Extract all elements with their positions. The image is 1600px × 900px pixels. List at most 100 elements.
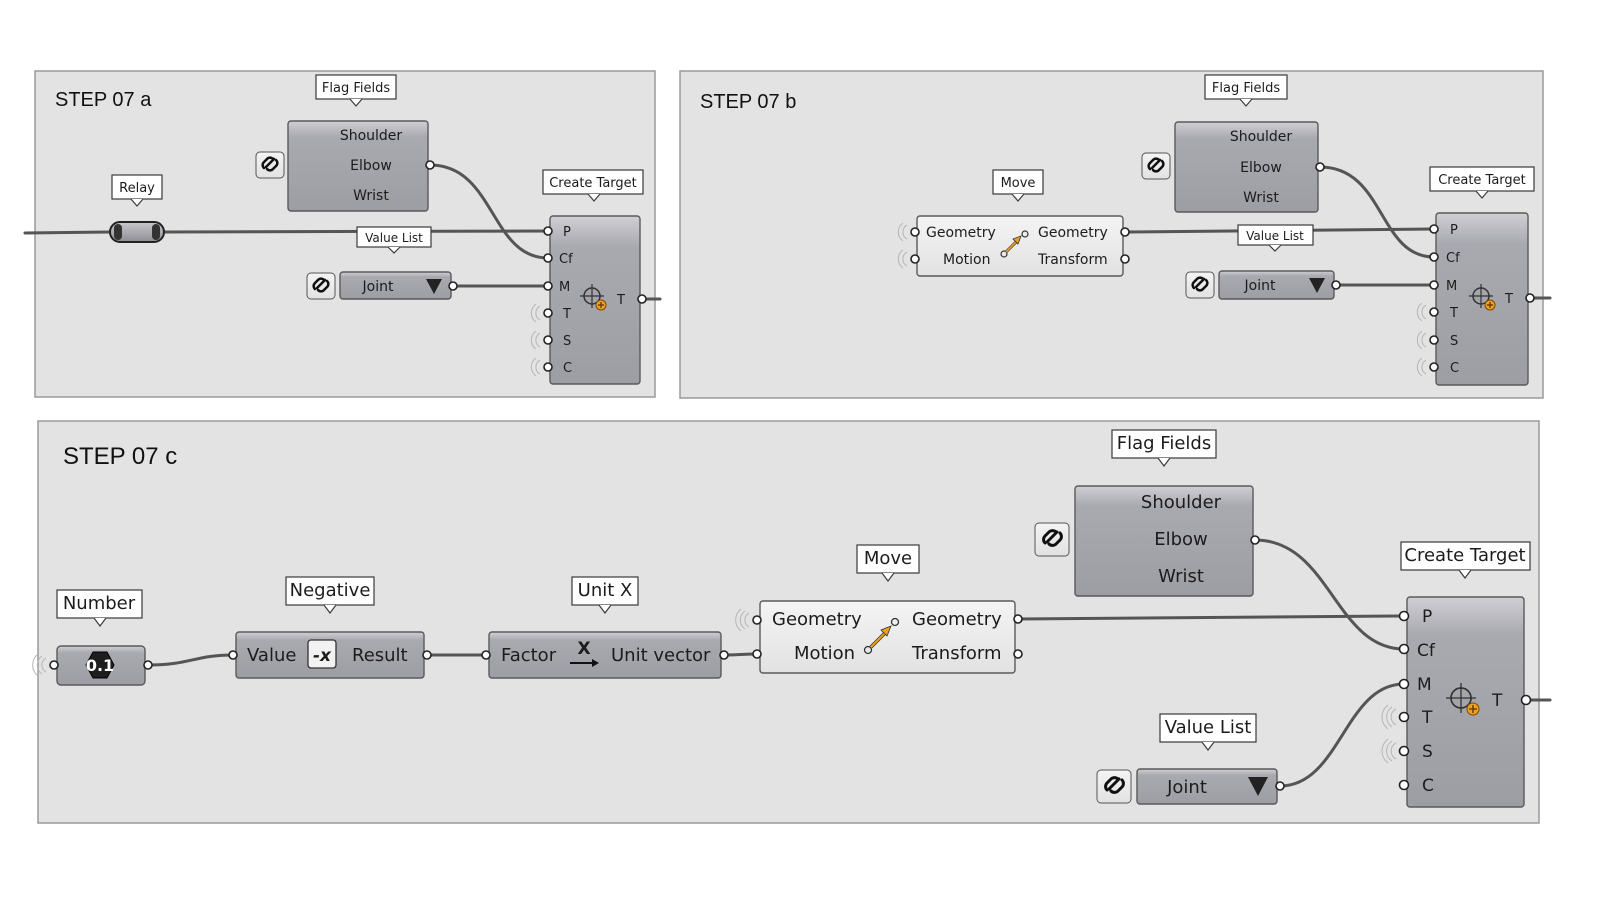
input-port[interactable] bbox=[543, 226, 553, 236]
unit-x-icon: X bbox=[570, 639, 599, 667]
input-label: M bbox=[559, 280, 570, 295]
flag-item[interactable]: Shoulder bbox=[340, 128, 403, 144]
link-icon[interactable] bbox=[255, 151, 285, 179]
output-port[interactable] bbox=[1315, 162, 1325, 172]
value-list-selected[interactable]: Joint bbox=[362, 279, 394, 295]
input-port[interactable] bbox=[1398, 711, 1410, 723]
svg-text:Number: Number bbox=[63, 593, 136, 614]
panel-step-07c: STEP 07 c 0.1 Value Result -x bbox=[32, 420, 1552, 824]
create-target-node[interactable]: P Cf M T S C T bbox=[1381, 596, 1532, 808]
output-port[interactable] bbox=[1013, 649, 1023, 659]
value-list-selected[interactable]: Joint bbox=[1244, 278, 1276, 294]
output-port[interactable] bbox=[1250, 535, 1260, 545]
number-value[interactable]: 0.1 bbox=[86, 656, 114, 675]
value-list-node[interactable]: Joint bbox=[339, 271, 458, 300]
value-list-node[interactable]: Joint bbox=[1218, 270, 1341, 300]
output-port[interactable] bbox=[1120, 227, 1130, 237]
input-port[interactable] bbox=[543, 253, 553, 263]
tag-move: Move bbox=[992, 169, 1044, 202]
create-target-node[interactable]: P Cf M T S C T bbox=[1416, 212, 1535, 386]
svg-text:Negative: Negative bbox=[290, 580, 371, 601]
flag-item[interactable]: Wrist bbox=[1158, 566, 1204, 587]
svg-text:Relay: Relay bbox=[119, 181, 155, 196]
input-label: C bbox=[1422, 776, 1434, 796]
input-port[interactable] bbox=[752, 649, 762, 659]
input-label: M bbox=[1446, 279, 1457, 294]
input-port[interactable] bbox=[481, 650, 491, 660]
output-port[interactable] bbox=[719, 650, 729, 660]
relay-node[interactable] bbox=[109, 221, 165, 243]
input-port[interactable] bbox=[543, 335, 553, 345]
move-node[interactable]: Geometry Motion Geometry Transform bbox=[897, 215, 1130, 277]
link-icon[interactable] bbox=[306, 272, 336, 300]
wire-valuelist-to-m bbox=[1278, 682, 1406, 788]
output-port[interactable] bbox=[1120, 254, 1130, 264]
negative-icon: -x bbox=[307, 639, 337, 669]
input-port[interactable] bbox=[1429, 224, 1439, 234]
output-port[interactable] bbox=[1275, 781, 1285, 791]
input-port[interactable] bbox=[1429, 280, 1439, 290]
input-port[interactable] bbox=[1429, 362, 1439, 372]
flag-item[interactable]: Elbow bbox=[1240, 160, 1282, 176]
target-crosshair-icon bbox=[580, 284, 607, 311]
dropdown-triangle-icon[interactable] bbox=[1248, 777, 1268, 796]
output-port[interactable] bbox=[637, 294, 647, 304]
input-port[interactable] bbox=[1398, 643, 1410, 655]
input-port[interactable] bbox=[1398, 610, 1410, 622]
input-port[interactable] bbox=[910, 227, 920, 237]
input-port[interactable] bbox=[543, 281, 553, 291]
input-port[interactable] bbox=[752, 615, 762, 625]
move-node[interactable]: Geometry Motion Geometry Transform bbox=[735, 600, 1023, 674]
flag-item[interactable]: Wrist bbox=[1243, 190, 1279, 206]
target-crosshair-icon bbox=[1469, 284, 1496, 311]
input-label: C bbox=[563, 361, 572, 376]
input-port[interactable] bbox=[1398, 745, 1410, 757]
input-port[interactable] bbox=[1398, 678, 1410, 690]
create-target-node[interactable]: P Cf M T S C T bbox=[530, 215, 647, 385]
unit-x-node[interactable]: Factor Unit vector X bbox=[481, 631, 729, 679]
svg-text:Move: Move bbox=[864, 548, 912, 569]
input-port[interactable] bbox=[1429, 307, 1439, 317]
dropdown-triangle-icon[interactable] bbox=[1309, 278, 1325, 293]
wire-flags-to-cf bbox=[1318, 165, 1436, 259]
flag-item[interactable]: Elbow bbox=[350, 158, 392, 174]
flag-fields-node[interactable]: Shoulder Elbow Wrist bbox=[1074, 485, 1260, 597]
flag-fields-node[interactable]: Shoulder Elbow Wrist bbox=[287, 120, 435, 212]
input-port[interactable] bbox=[1398, 779, 1410, 791]
output-port[interactable] bbox=[143, 660, 153, 670]
unit-x-output-label: Unit vector bbox=[611, 645, 711, 666]
output-port[interactable] bbox=[1013, 614, 1023, 624]
link-icon[interactable] bbox=[1185, 271, 1215, 299]
target-crosshair-icon bbox=[1446, 683, 1480, 716]
input-port[interactable] bbox=[543, 308, 553, 318]
negative-node[interactable]: Value Result -x bbox=[228, 631, 432, 679]
input-port[interactable] bbox=[49, 660, 59, 670]
link-icon[interactable] bbox=[1096, 769, 1132, 804]
flag-item[interactable]: Wrist bbox=[353, 188, 389, 204]
input-port[interactable] bbox=[910, 254, 920, 264]
output-port[interactable] bbox=[1525, 293, 1535, 303]
value-list-selected[interactable]: Joint bbox=[1166, 777, 1207, 798]
svg-text:Unit X: Unit X bbox=[578, 580, 633, 601]
output-port[interactable] bbox=[425, 160, 435, 170]
input-port[interactable] bbox=[1429, 252, 1439, 262]
svg-text:Create Target: Create Target bbox=[1404, 545, 1525, 566]
link-icon[interactable] bbox=[1034, 522, 1070, 557]
output-port[interactable] bbox=[1520, 694, 1532, 706]
number-node[interactable]: 0.1 bbox=[32, 645, 153, 686]
optional-halo bbox=[897, 249, 908, 269]
output-port[interactable] bbox=[1331, 280, 1341, 290]
link-icon[interactable] bbox=[1141, 152, 1171, 180]
dropdown-triangle-icon[interactable] bbox=[426, 279, 442, 294]
input-port[interactable] bbox=[543, 362, 553, 372]
input-port[interactable] bbox=[228, 650, 238, 660]
output-port[interactable] bbox=[422, 650, 432, 660]
input-port[interactable] bbox=[1429, 335, 1439, 345]
flag-item[interactable]: Shoulder bbox=[1141, 492, 1222, 513]
value-list-node[interactable]: Joint bbox=[1136, 768, 1285, 805]
flag-item[interactable]: Elbow bbox=[1154, 529, 1208, 550]
flag-fields-node[interactable]: Shoulder Elbow Wrist bbox=[1174, 121, 1325, 213]
input-label: M bbox=[1417, 675, 1432, 695]
output-port[interactable] bbox=[448, 281, 458, 291]
flag-item[interactable]: Shoulder bbox=[1230, 129, 1293, 145]
